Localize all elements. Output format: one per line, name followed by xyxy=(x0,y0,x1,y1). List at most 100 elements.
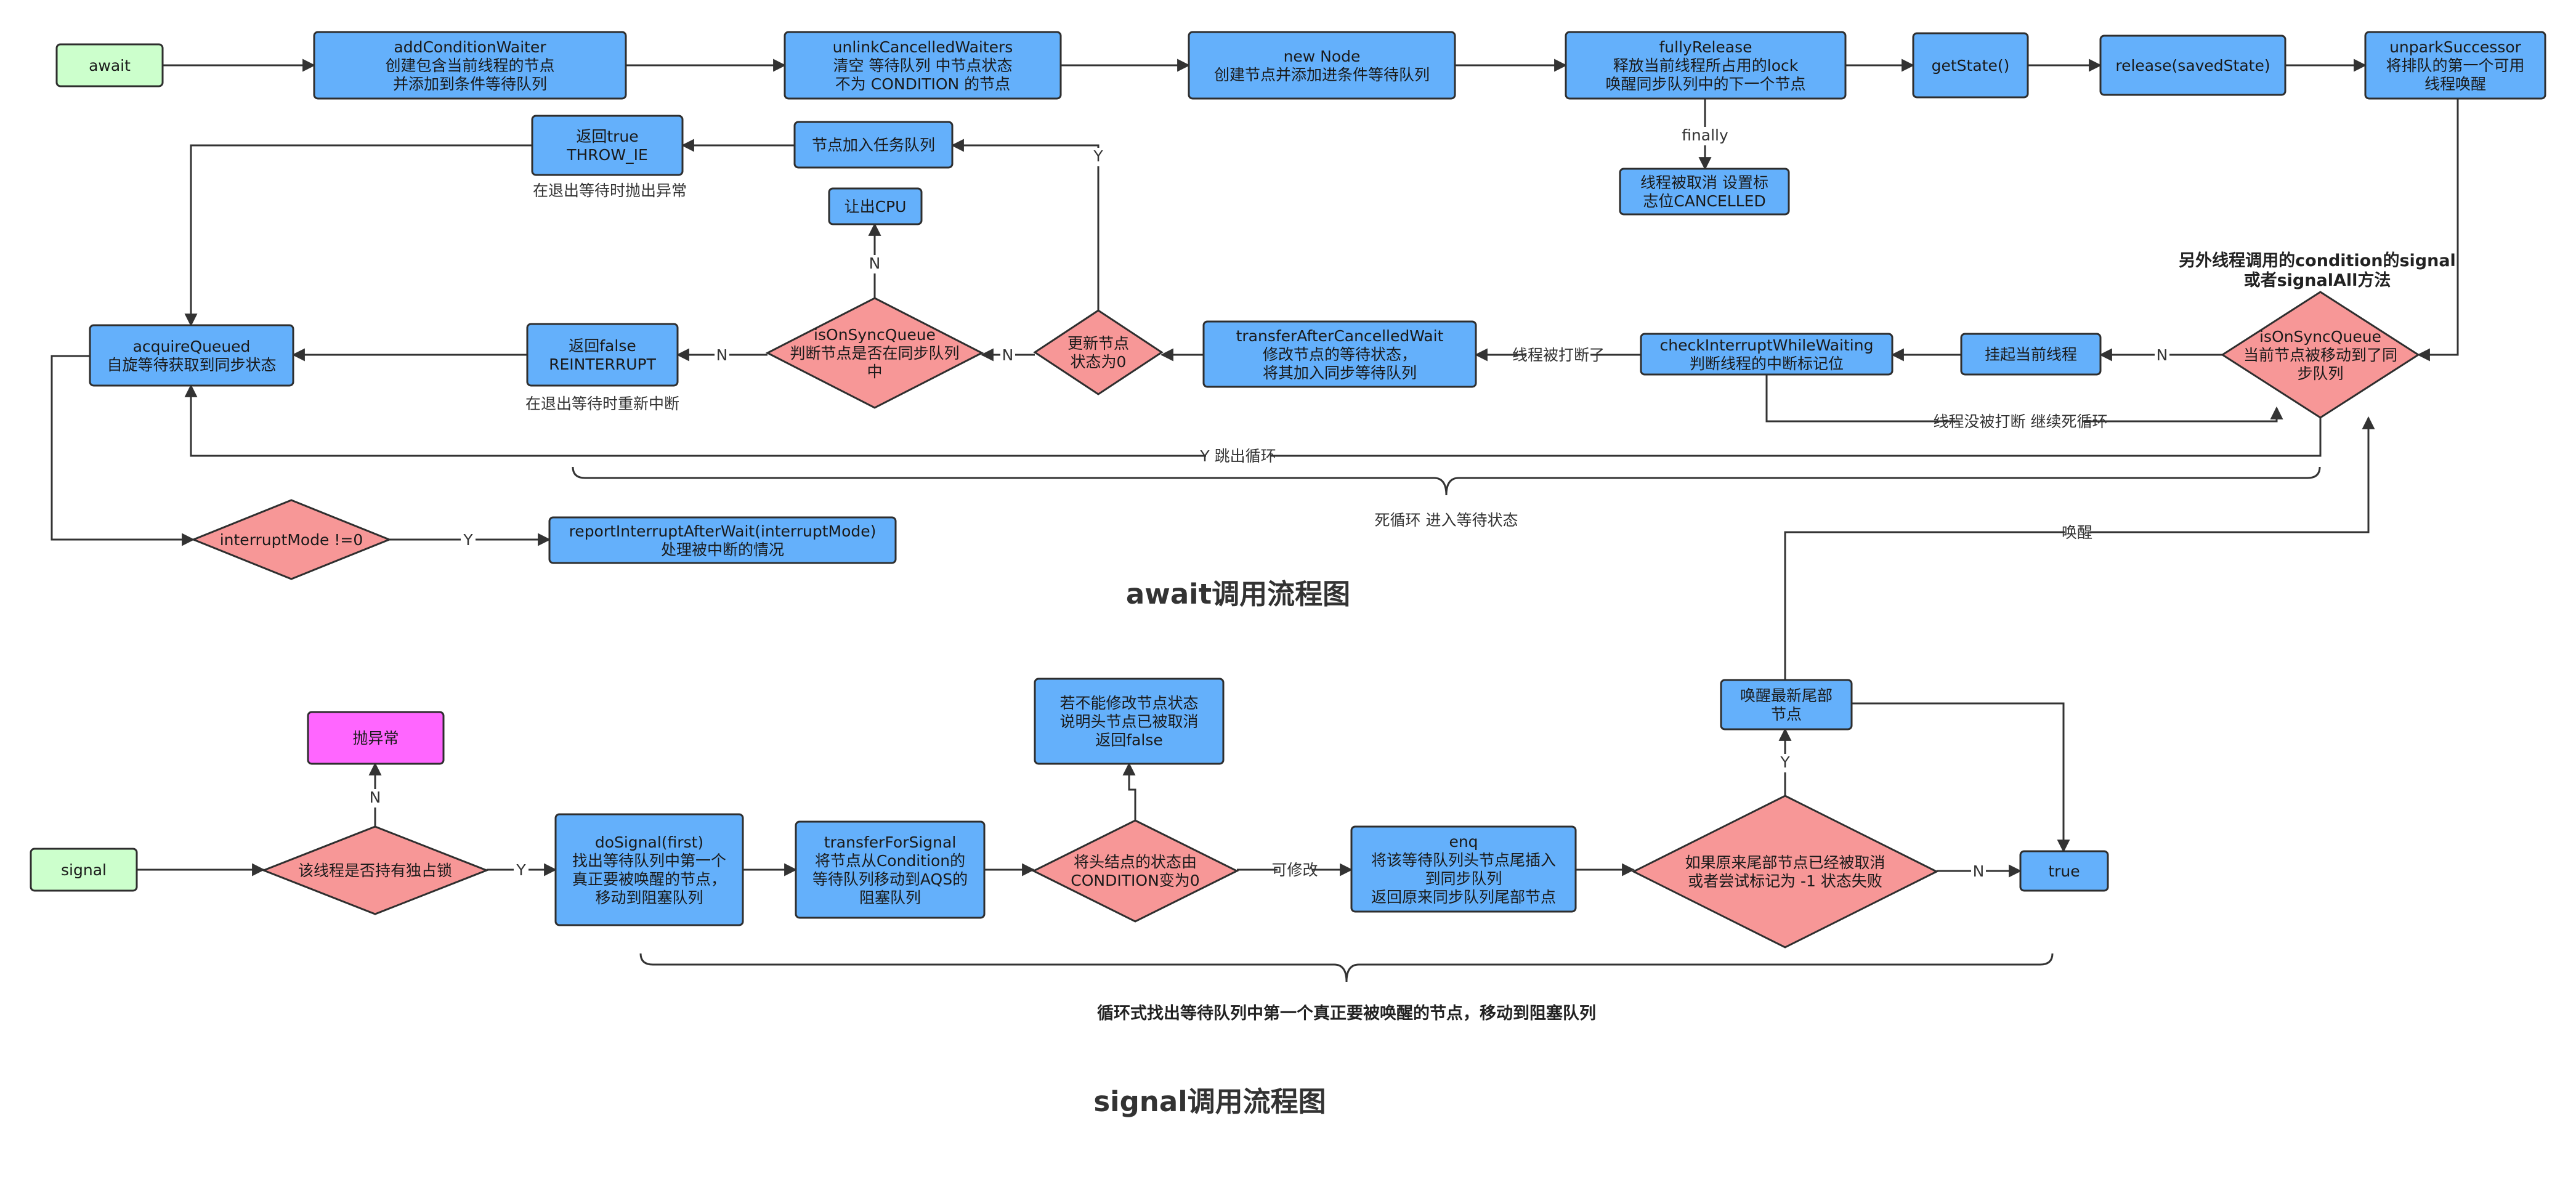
process-shape xyxy=(2364,31,2546,100)
node-label: 该线程是否持有独占锁 xyxy=(298,862,452,880)
node-doSignal[interactable]: doSignal(first)找出等待队列中第一个真正要被唤醒的节点，移动到阻塞… xyxy=(554,813,744,926)
process-shape xyxy=(1188,31,1456,100)
decision-shape xyxy=(190,499,392,580)
node-label: unlinkCancelledWaiters xyxy=(833,38,1013,56)
node-trueNode[interactable]: true xyxy=(2019,850,2109,892)
node-label: 等待队列移动到AQS的 xyxy=(812,870,968,888)
node-label: release(savedState) xyxy=(2115,57,2270,75)
signal-loop-brace xyxy=(639,953,2054,982)
n-label-issync1-yield: N xyxy=(869,254,881,272)
exit-loop-label: Y 跳出循环 xyxy=(1199,447,1276,465)
process-shape xyxy=(784,31,1062,100)
decision-shape xyxy=(765,297,984,409)
node-getState[interactable]: getState() xyxy=(1912,32,2029,99)
y-label-interrupt-report: Y xyxy=(463,531,473,549)
reinterrupt-note-label: 在退出等待时重新中断 xyxy=(525,395,679,413)
n-label-update-issync1: N xyxy=(1002,346,1014,364)
node-label: 唤醒同步队列中的下一个节点 xyxy=(1605,75,1805,93)
node-throwEx[interactable]: 抛异常 xyxy=(307,711,445,765)
exit-loop-label-bg xyxy=(1206,448,1270,466)
node-label: 判断节点是否在同步队列 xyxy=(790,344,959,362)
process-shape xyxy=(1619,168,1790,216)
node-label: signal xyxy=(61,861,107,879)
node-label: 移动到阻塞队列 xyxy=(595,889,703,907)
node-label: 更新节点 xyxy=(1067,334,1129,352)
decision-shape xyxy=(261,825,490,915)
n-label-update-issync1-bg xyxy=(1000,347,1015,365)
node-label: 清空 等待队列 中节点状态 xyxy=(833,57,1013,75)
node-label: 创建节点并添加进条件等待队列 xyxy=(1214,66,1430,84)
node-label: REINTERRUPT xyxy=(549,355,656,373)
node-transferForSignal[interactable]: transferForSignal将节点从Condition的等待队列移动到AQ… xyxy=(795,820,986,919)
n-label-holds-throw: N xyxy=(370,788,381,806)
node-yieldCpu[interactable]: 让出CPU xyxy=(828,187,923,225)
exception-shape xyxy=(307,711,445,765)
node-label: 到同步队列 xyxy=(1425,870,1502,888)
process-shape xyxy=(2019,850,2109,892)
decision-shape xyxy=(1033,309,1164,395)
node-park[interactable]: 挂起当前线程 xyxy=(1960,333,2102,376)
process-shape xyxy=(1912,32,2029,99)
n-label-holds-throw-bg xyxy=(368,789,383,808)
node-addTaskQueue[interactable]: 节点加入任务队列 xyxy=(793,121,954,169)
signal-title: signal调用流程图 xyxy=(1093,1085,1326,1118)
node-transferAfterCancelledWait[interactable]: transferAfterCancelledWait修改节点的等待状态，将其加入… xyxy=(1202,320,1477,388)
edge-acquire-interrupt xyxy=(51,355,195,546)
y-label-update-addtask-bg xyxy=(1091,148,1106,166)
process-shape xyxy=(828,187,923,225)
node-reportInterrupt[interactable]: reportInterruptAfterWait(interruptMode)处… xyxy=(548,516,897,564)
finally-label-bg xyxy=(1668,127,1742,145)
n-label-issync1-returnfalse: N xyxy=(716,346,728,364)
node-label: 阻塞队列 xyxy=(859,889,921,907)
other-thread-label-1: 另外线程调用的condition的signal xyxy=(2179,251,2456,270)
n-label-issync1-yield-bg xyxy=(867,255,882,273)
node-signal[interactable]: signal xyxy=(30,848,138,892)
throw-note-label: 在退出等待时抛出异常 xyxy=(533,182,687,200)
node-label: 唤醒最新尾部 xyxy=(1740,687,1833,705)
node-label: isOnSyncQueue xyxy=(2259,328,2381,346)
process-shape xyxy=(554,813,744,926)
process-shape xyxy=(313,31,627,100)
node-label: 创建包含当前线程的节点 xyxy=(385,57,554,75)
node-label: 真正要被唤醒的节点， xyxy=(572,870,726,888)
node-release[interactable]: release(savedState) xyxy=(2099,34,2286,96)
not-interrupted-label: 线程没被打断 继续死循环 xyxy=(1934,413,2108,431)
node-label: 将该等待队列头节点尾插入 xyxy=(1371,851,1556,869)
node-label: 判断线程的中断标记位 xyxy=(1690,355,1844,373)
node-label: checkInterruptWhileWaiting xyxy=(1660,336,1874,354)
node-holdsLock[interactable]: 该线程是否持有独占锁 xyxy=(261,825,490,915)
await-title: await调用流程图 xyxy=(1126,578,1350,610)
node-interruptMode[interactable]: interruptMode !=0 xyxy=(190,499,392,580)
process-shape xyxy=(531,115,684,176)
node-label: 将其加入同步等待队列 xyxy=(1263,364,1417,382)
node-label: 说明头节点已被取消 xyxy=(1059,713,1198,731)
interrupted-label-bg xyxy=(1526,347,1590,365)
node-await[interactable]: await xyxy=(55,43,164,87)
node-label: 找出等待队列中第一个 xyxy=(572,852,726,870)
node-label: unparkSuccessor xyxy=(2389,38,2522,56)
node-label: acquireQueued xyxy=(133,338,251,355)
n-label-issync2-park: N xyxy=(2157,346,2168,364)
y-label-interrupt-report-bg xyxy=(461,532,476,550)
node-label: doSignal(first) xyxy=(595,833,703,851)
node-label: 自旋等待获取到同步状态 xyxy=(107,356,276,374)
wake-label-bg xyxy=(2065,524,2089,543)
